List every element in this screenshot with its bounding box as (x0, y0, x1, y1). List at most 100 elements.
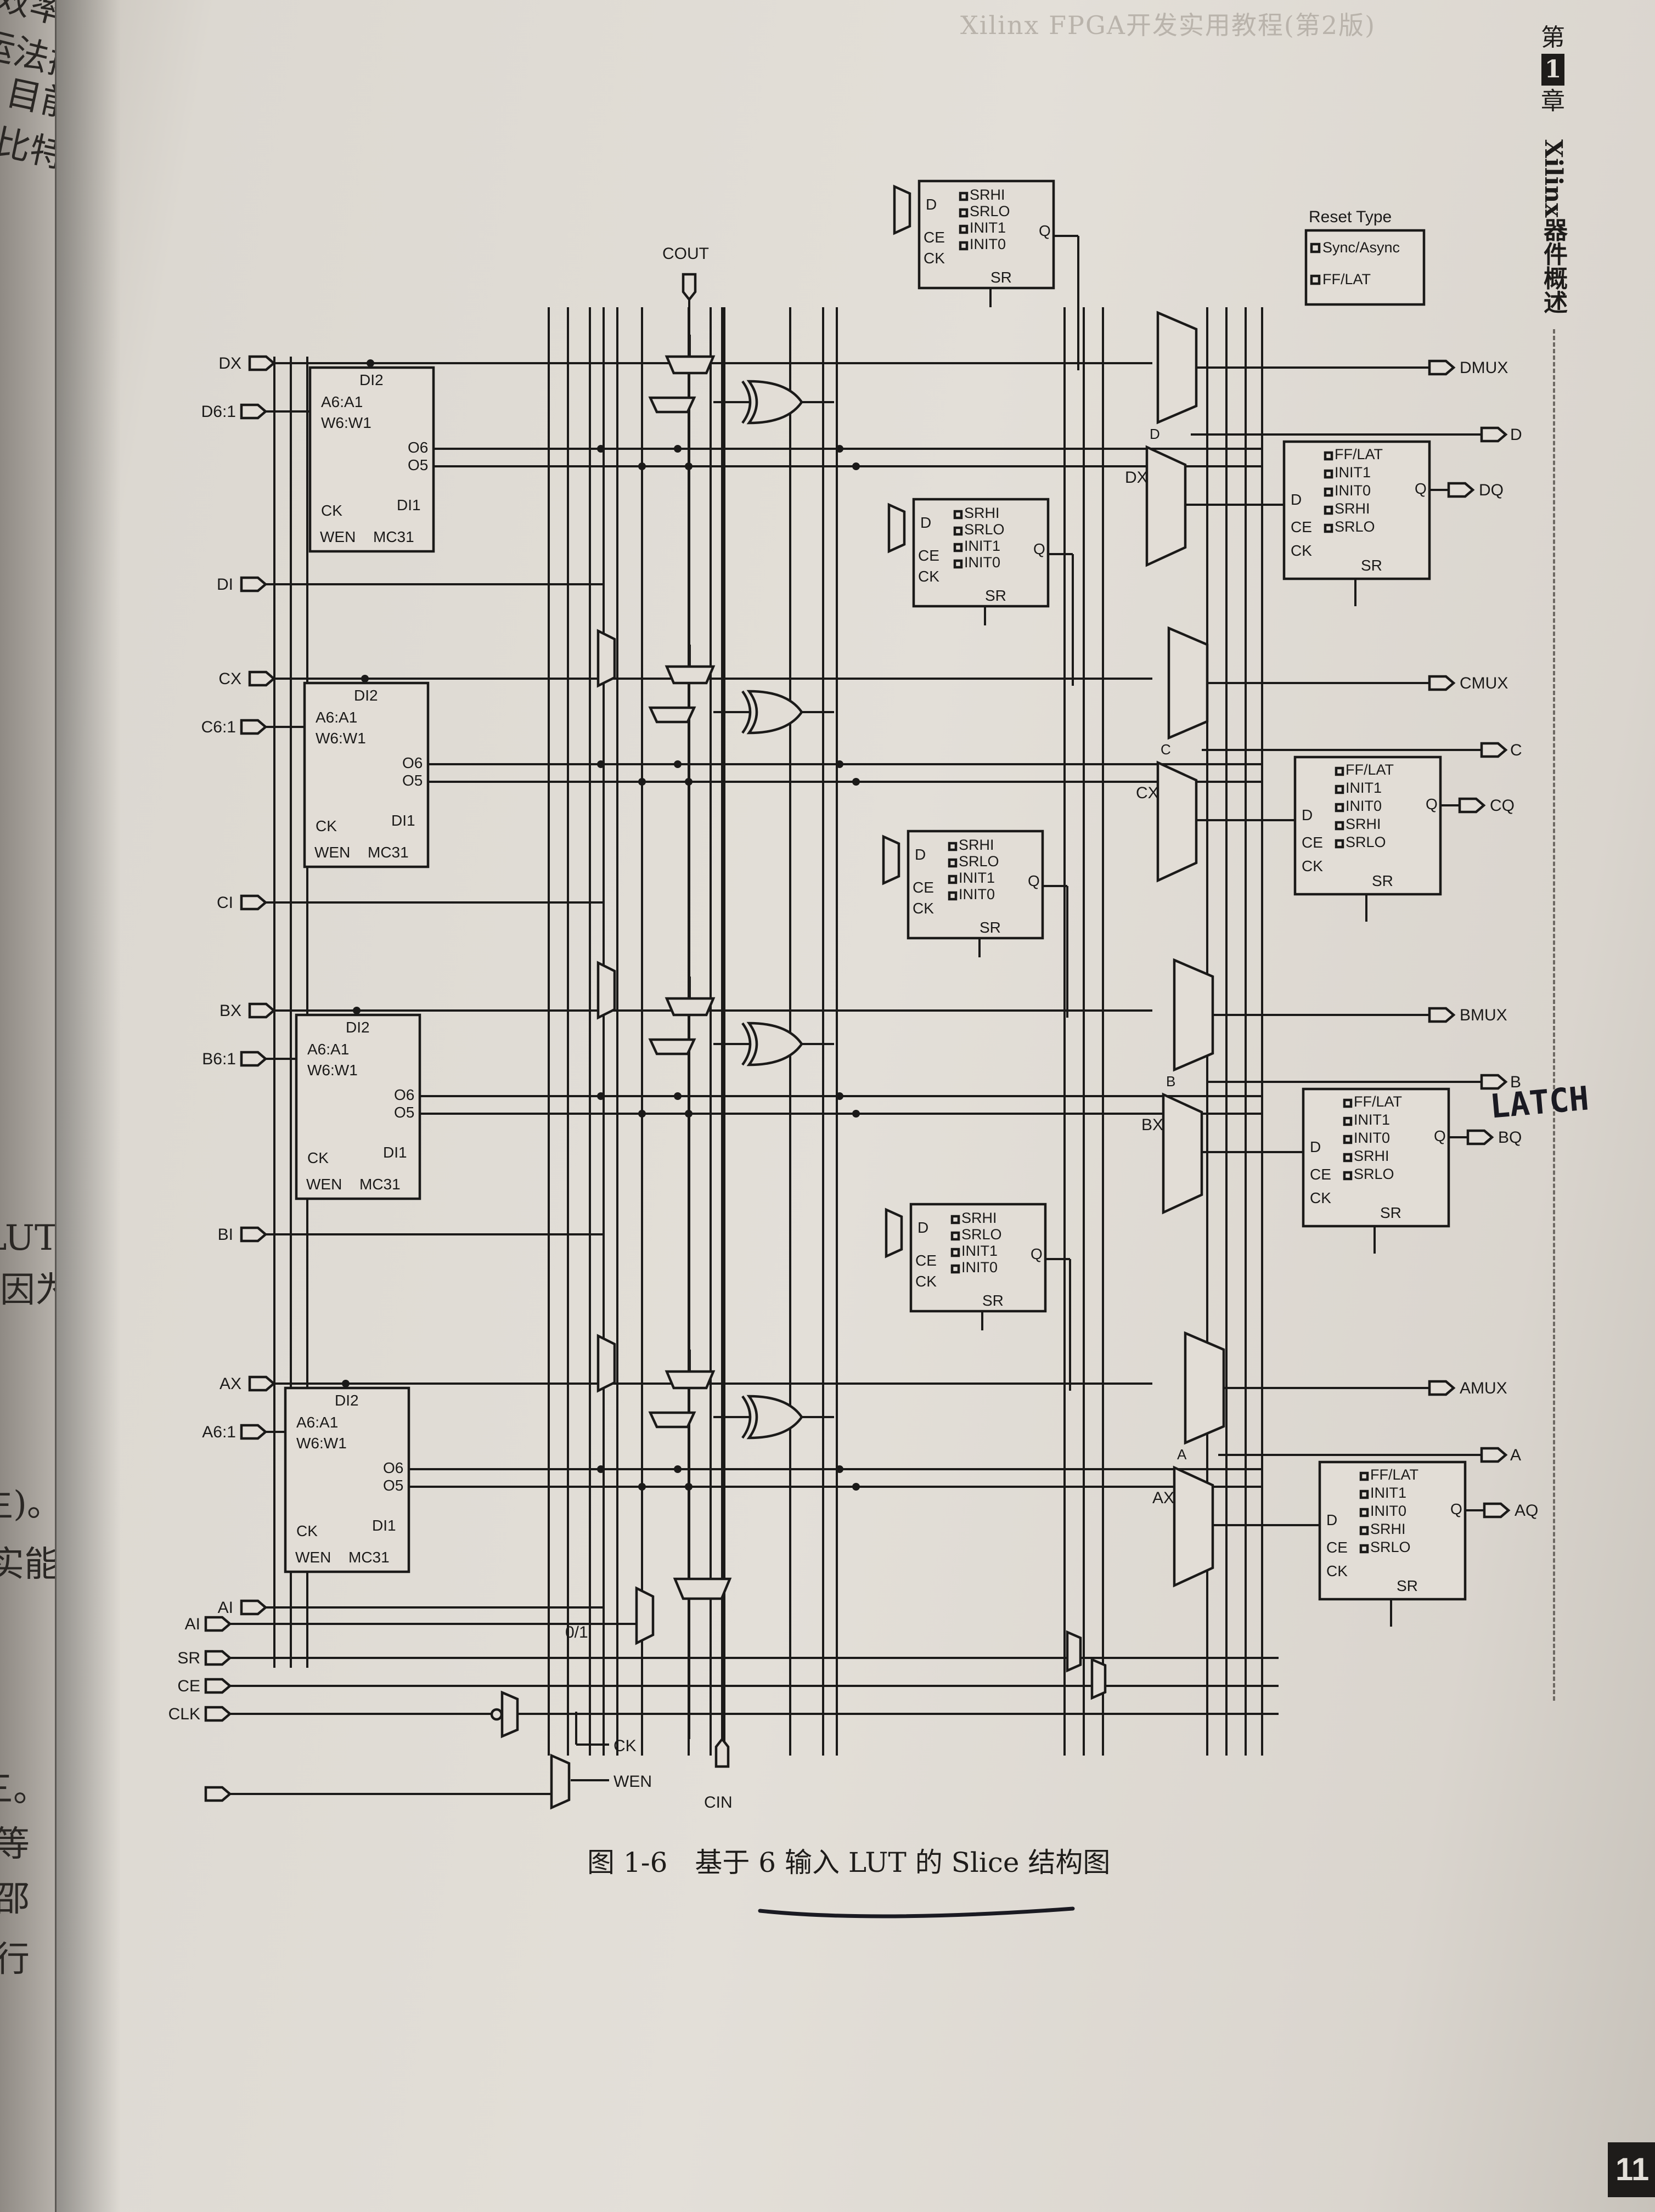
junction-dot (353, 1007, 361, 1014)
input-pad-sr (204, 1650, 232, 1666)
checkbox (953, 543, 963, 552)
checkbox (948, 874, 958, 884)
ff-option: INIT1 (970, 219, 1006, 236)
checkbox (953, 526, 963, 536)
output-label-q: BQ (1498, 1128, 1522, 1147)
ff-option: SRHI (1335, 500, 1370, 517)
ff-option: FF/LAT (1335, 446, 1383, 462)
ce-mux (1090, 1657, 1107, 1700)
lut-di2: DI2 (359, 371, 384, 388)
input-pad-unlabeled (204, 1786, 232, 1802)
ff-option: INIT1 (1370, 1485, 1406, 1501)
output-label-mux: AMUX (1460, 1379, 1507, 1397)
input-label-ce: CE (177, 1677, 200, 1695)
main-ff (1302, 1087, 1450, 1228)
output-pad-bq (1466, 1129, 1494, 1146)
checkbox (950, 1248, 960, 1257)
top-ff-input-mux (882, 834, 900, 885)
lut-box (303, 681, 430, 868)
input-label-ai: AI (185, 1615, 200, 1633)
checkbox (1335, 766, 1344, 776)
wen-mux (550, 1753, 571, 1810)
lut-di1: DI1 (391, 812, 415, 829)
xor-gate (746, 690, 803, 735)
output-pad-b (1480, 1074, 1508, 1090)
ff-q: Q (1426, 795, 1438, 812)
input-pad-ce (204, 1678, 232, 1694)
ff-ck: CK (1291, 542, 1312, 559)
wire-layer (230, 235, 1484, 1795)
input-pad-bi (240, 1226, 268, 1243)
mux-sel-label: B (1166, 1073, 1175, 1090)
ff-sr: SR (1361, 557, 1382, 574)
ff-option: SRLO (1335, 518, 1375, 535)
mux-selx-label: AX (1152, 1489, 1174, 1507)
junction-dot (852, 1483, 860, 1491)
lut-wen: WEN (295, 1549, 331, 1566)
lut-di1: DI1 (372, 1517, 396, 1534)
ff-sr: SR (1397, 1577, 1418, 1594)
input-pad-bx (248, 1002, 276, 1019)
checkbox (959, 241, 969, 251)
xor-gate (746, 1022, 803, 1066)
checkbox (1324, 487, 1333, 497)
left-text: 邵 (0, 1879, 30, 1920)
output-mux (1173, 958, 1214, 1072)
output-mux (1184, 1331, 1225, 1445)
input-label-addr: A6:1 (202, 1423, 236, 1441)
checkbox (1359, 1544, 1369, 1554)
lut-di1: DI1 (383, 1144, 407, 1161)
checkbox (1343, 1153, 1353, 1163)
ff-input-mux (1156, 760, 1198, 883)
ff-option: SRHI (1370, 1521, 1406, 1537)
junction-layer (342, 359, 860, 1491)
ff-ck: CK (924, 250, 945, 267)
left-text: 三。 (0, 1769, 48, 1810)
ff-option: SRHI (959, 837, 994, 853)
xor-gate-back (741, 1395, 752, 1439)
ff-d: D (1302, 806, 1313, 823)
ff-ce: CE (1326, 1539, 1348, 1556)
junction-dot (638, 1483, 646, 1491)
top-ff (912, 498, 1050, 608)
ff-ck: CK (918, 568, 939, 585)
input-pad-ci (240, 894, 268, 911)
carry-xor-mux (648, 1038, 696, 1056)
output-label-mux: CMUX (1460, 674, 1508, 692)
ff-d: D (1310, 1138, 1321, 1155)
ff-d: D (917, 1219, 928, 1236)
left-text: 行 (0, 1939, 30, 1980)
ff-option: INIT1 (1346, 780, 1382, 796)
output-label-mux: BMUX (1460, 1006, 1507, 1024)
ff-ce: CE (913, 879, 934, 896)
checkbox (1324, 523, 1333, 533)
input-label-di: BI (218, 1226, 233, 1244)
junction-dot (685, 462, 693, 470)
input-pad-d6:1 (240, 403, 268, 420)
lut-di2: DI2 (335, 1392, 359, 1409)
input-label-ax: AX (219, 1375, 241, 1393)
input-label-addr: C6:1 (201, 718, 236, 736)
ff-option: INIT0 (1346, 798, 1382, 814)
checkbox (953, 510, 963, 520)
lut-o5: O5 (383, 1477, 403, 1494)
ff-q: Q (1450, 1500, 1462, 1517)
lut-o5: O5 (394, 1104, 414, 1121)
ff-option: SRLO (964, 521, 1005, 538)
ff-option: INIT1 (964, 538, 1000, 554)
junction-dot (361, 675, 369, 682)
ff-q: Q (1028, 872, 1040, 889)
junction-dot (638, 462, 646, 470)
input-label-di: DI (217, 575, 233, 594)
checkbox (1343, 1171, 1353, 1181)
reset-type-box (1304, 229, 1426, 306)
input-pad-b6:1 (240, 1051, 268, 1067)
junction-dot (674, 445, 682, 453)
output-label-q: CQ (1490, 797, 1515, 815)
main-ff (1318, 1460, 1467, 1601)
lut-addr: A6:A1 (296, 1414, 338, 1431)
input-pad-c6:1 (240, 719, 268, 735)
ff-option: INIT0 (961, 1259, 998, 1276)
bypass-mux (596, 961, 616, 1020)
ff-sr: SR (1372, 872, 1393, 889)
